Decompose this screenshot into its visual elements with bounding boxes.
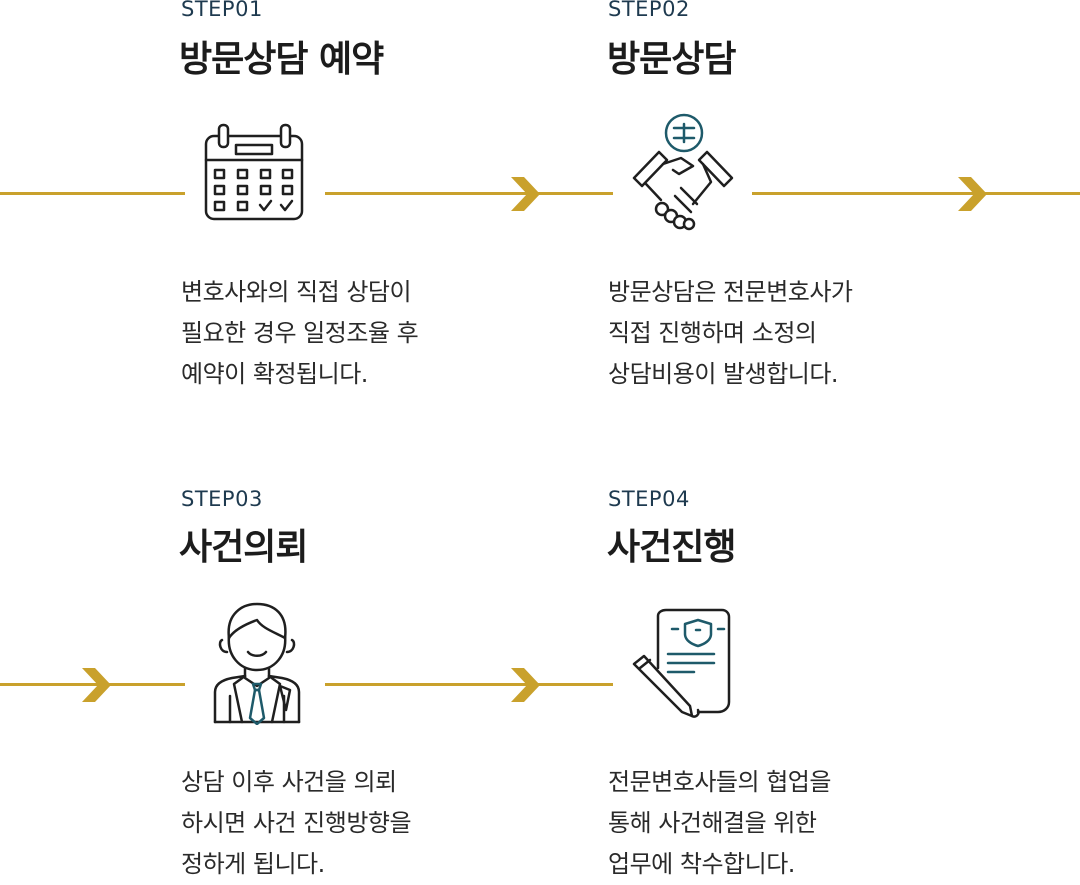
step02-desc-line: 방문상담은 전문변호사가 <box>608 278 853 306</box>
step04-title: 사건진행 <box>607 527 736 568</box>
step04-description: 전문변호사들의 협업을 통해 사건해결을 위한 업무에 착수합니다. <box>608 762 831 885</box>
step04-desc-line: 전문변호사들의 협업을 <box>608 768 831 796</box>
connector-line <box>0 683 185 686</box>
step01-label: STEP01 <box>181 0 263 21</box>
chevron-right-icon <box>511 668 540 702</box>
step01-description: 변호사와의 직접 상담이 필요한 경우 일정조율 후 예약이 확정됩니다. <box>181 272 419 395</box>
connector-line <box>752 192 1080 195</box>
step01-desc-line: 필요한 경우 일정조율 후 <box>181 319 419 347</box>
step04-desc-line: 통해 사건해결을 위한 <box>608 809 817 837</box>
step02-description: 방문상담은 전문변호사가 직접 진행하며 소정의 상담비용이 발생합니다. <box>608 272 853 395</box>
step01-desc-line: 변호사와의 직접 상담이 <box>181 278 412 306</box>
step02-desc-line: 직접 진행하며 소정의 <box>608 319 817 347</box>
step03-desc-line: 하시면 사건 진행방향을 <box>181 809 412 837</box>
connector-line <box>0 192 185 195</box>
document-pen-icon <box>632 608 731 718</box>
step02-title: 방문상담 <box>607 39 736 80</box>
step02-label: STEP02 <box>608 0 690 21</box>
lawyer-icon <box>213 602 301 725</box>
handshake-icon <box>632 113 734 231</box>
step04-desc-line: 업무에 착수합니다. <box>608 850 795 878</box>
chevron-right-icon <box>958 177 987 211</box>
connector-line <box>325 192 613 195</box>
step03-label: STEP03 <box>181 487 263 511</box>
chevron-right-icon <box>82 668 111 702</box>
step03-title: 사건의뢰 <box>179 527 308 568</box>
step04-label: STEP04 <box>608 487 690 511</box>
connector-line <box>325 683 613 686</box>
calendar-icon <box>204 123 304 221</box>
step02-desc-line: 상담비용이 발생합니다. <box>608 360 839 388</box>
step03-desc-line: 상담 이후 사건을 의뢰 <box>181 768 397 796</box>
chevron-right-icon <box>511 177 540 211</box>
step03-desc-line: 정하게 됩니다. <box>181 850 325 878</box>
step01-title: 방문상담 예약 <box>179 39 384 80</box>
step03-description: 상담 이후 사건을 의뢰 하시면 사건 진행방향을 정하게 됩니다. <box>181 762 412 885</box>
step01-desc-line: 예약이 확정됩니다. <box>181 360 368 388</box>
